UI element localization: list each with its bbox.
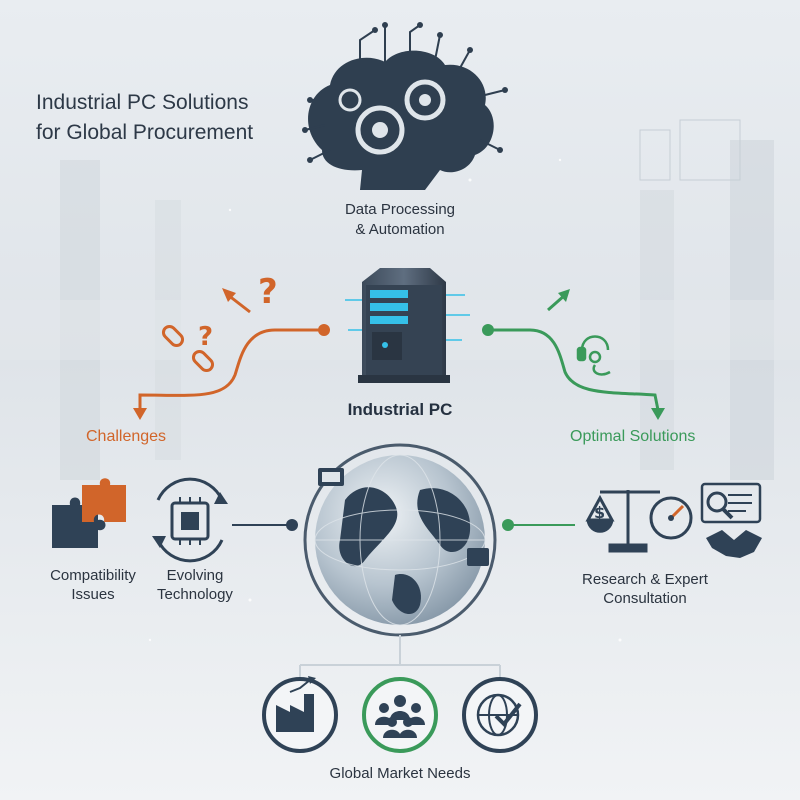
research-consultation-label: Research & Expert Consultation xyxy=(560,570,730,608)
page-title: Industrial PC Solutions for Global Procu… xyxy=(36,88,253,148)
data-processing-line-1: Data Processing xyxy=(344,201,456,218)
gauge-icon xyxy=(649,496,693,540)
globe-icon xyxy=(303,443,497,637)
compatibility-issues-label: Compatibility Issues xyxy=(28,566,158,604)
evolving-line-2: Technology xyxy=(157,586,233,603)
broken-chain-icon xyxy=(161,324,215,373)
title-line-2: for Global Procurement xyxy=(36,121,254,144)
compatibility-line-1: Compatibility xyxy=(50,567,136,584)
server-tower-icon xyxy=(345,268,470,383)
scale-icon xyxy=(585,490,660,553)
optimal-solutions-label: Optimal Solutions xyxy=(570,428,696,445)
challenges-label: Challenges xyxy=(86,428,167,445)
globe-check-icon xyxy=(462,677,538,753)
svg-text:$: $ xyxy=(594,503,605,522)
evolving-technology-label: Evolving Technology xyxy=(140,566,250,604)
magnifier-report-icon xyxy=(700,482,762,524)
brain-gears-icon xyxy=(302,22,508,190)
chip-cycle-icon xyxy=(152,477,228,563)
headset-icon xyxy=(576,335,611,376)
handshake-icon xyxy=(706,530,762,558)
people-group-icon xyxy=(362,677,438,753)
factory-icon xyxy=(262,676,338,753)
evolving-line-1: Evolving xyxy=(166,567,224,584)
global-market-needs-label: Global Market Needs xyxy=(329,765,471,782)
research-line-1: Research & Expert xyxy=(582,571,708,588)
svg-text:?: ? xyxy=(198,322,213,352)
question-mark-icon: ? xyxy=(258,272,278,312)
industrial-pc-label: Industrial PC xyxy=(347,400,453,419)
research-line-2: Consultation xyxy=(603,590,687,607)
puzzle-icon xyxy=(52,478,126,548)
data-processing-label: Data Processing & Automation xyxy=(300,200,500,240)
title-line-1: Industrial PC Solutions xyxy=(36,91,249,114)
challenge-connector xyxy=(133,288,322,420)
solution-connector xyxy=(490,289,665,420)
data-processing-line-2: & Automation xyxy=(355,221,445,238)
compatibility-line-2: Issues xyxy=(71,586,115,603)
